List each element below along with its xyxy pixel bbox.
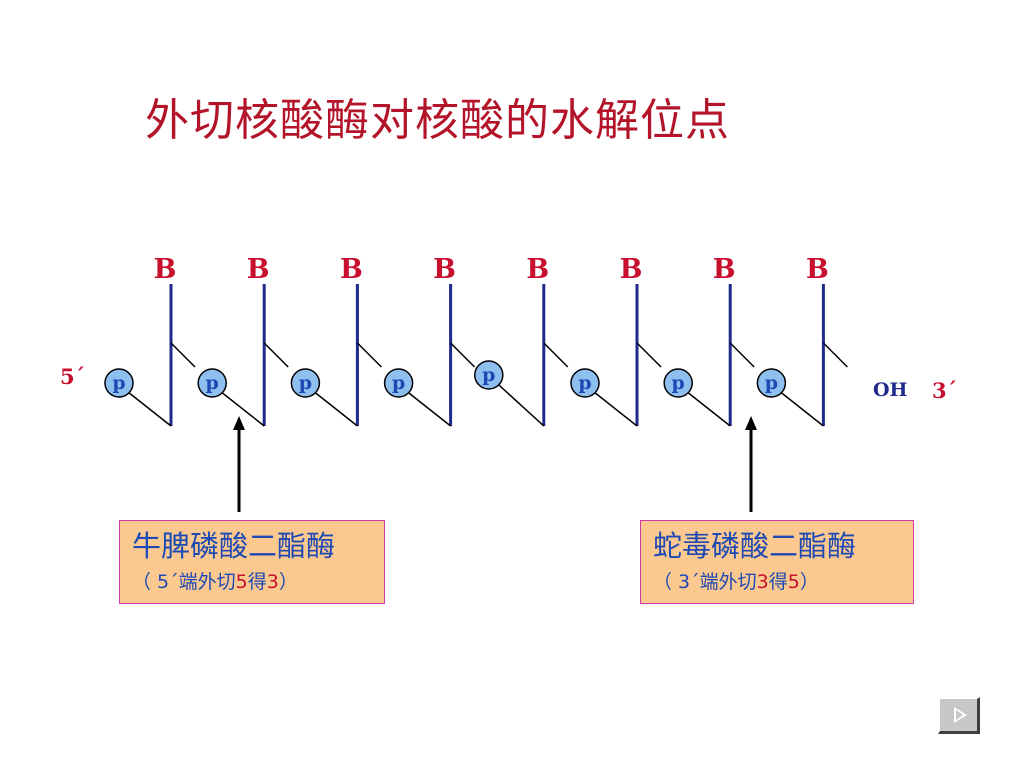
phosphodiester-bond-line <box>593 391 638 427</box>
phosphodiester-bond-line <box>220 391 265 427</box>
arrow-left <box>233 416 245 512</box>
base-label: B <box>713 254 736 285</box>
base-label: B <box>806 254 829 285</box>
link-line <box>543 342 569 368</box>
enzyme-description: （ 3´端外切3得5） <box>653 570 819 593</box>
five-prime-label: 5´ <box>60 364 85 389</box>
phosphate-label: p <box>206 372 219 394</box>
phosphate-circle <box>570 368 600 398</box>
phosphate-circle <box>474 360 504 390</box>
phosphate-label: p <box>112 372 125 394</box>
phosphate-circle <box>104 368 134 398</box>
phosphodiester-bond-line <box>127 391 172 427</box>
link-line <box>636 342 662 368</box>
phosphate-label: p <box>299 372 312 394</box>
arrow-right <box>745 416 757 512</box>
phosphate-circle <box>197 368 227 398</box>
next-slide-button[interactable] <box>938 697 980 734</box>
phosphate-label: p <box>672 372 685 394</box>
phosphodiester-bond-line <box>686 391 731 427</box>
phosphate-circle <box>290 368 321 398</box>
link-line <box>822 342 848 368</box>
base-label: B <box>247 254 270 285</box>
phosphate-label: p <box>392 372 405 394</box>
three-prime-label: 3´ <box>932 378 957 403</box>
phosphate-circle <box>383 368 414 398</box>
enzyme-name: 蛇毒磷酸二酯酶 <box>653 529 857 563</box>
base-label: B <box>340 254 363 285</box>
enzyme-box-bovine-spleen: 牛脾磷酸二酯酶 （ 5´端外切5得3） <box>119 520 385 604</box>
link-line <box>356 342 382 368</box>
link-line <box>729 342 755 368</box>
link-line <box>170 342 196 368</box>
enzyme-name: 牛脾磷酸二酯酶 <box>132 529 336 563</box>
oh-label: OH <box>873 379 908 401</box>
phosphate-circle <box>663 368 693 398</box>
base-label: B <box>433 254 456 285</box>
link-line <box>263 342 289 368</box>
phosphodiester-bond-line <box>779 391 824 427</box>
page-title: 外切核酸酶对核酸的水解位点 <box>145 95 730 146</box>
phosphate-circle <box>756 368 787 398</box>
base-label: B <box>526 254 549 285</box>
phosphodiester-bond-line <box>407 391 452 427</box>
phosphate-label: p <box>765 372 778 394</box>
phosphate-label: p <box>578 372 591 394</box>
phosphodiester-bond-line <box>497 383 545 427</box>
phosphate-label: p <box>482 364 495 386</box>
link-line <box>450 342 476 368</box>
base-label: B <box>154 254 177 285</box>
enzyme-description: （ 5´端外切5得3） <box>132 570 298 593</box>
phosphodiester-bond-line <box>313 391 358 427</box>
enzyme-box-snake-venom: 蛇毒磷酸二酯酶 （ 3´端外切3得5） <box>640 520 914 604</box>
base-label: B <box>620 254 643 285</box>
